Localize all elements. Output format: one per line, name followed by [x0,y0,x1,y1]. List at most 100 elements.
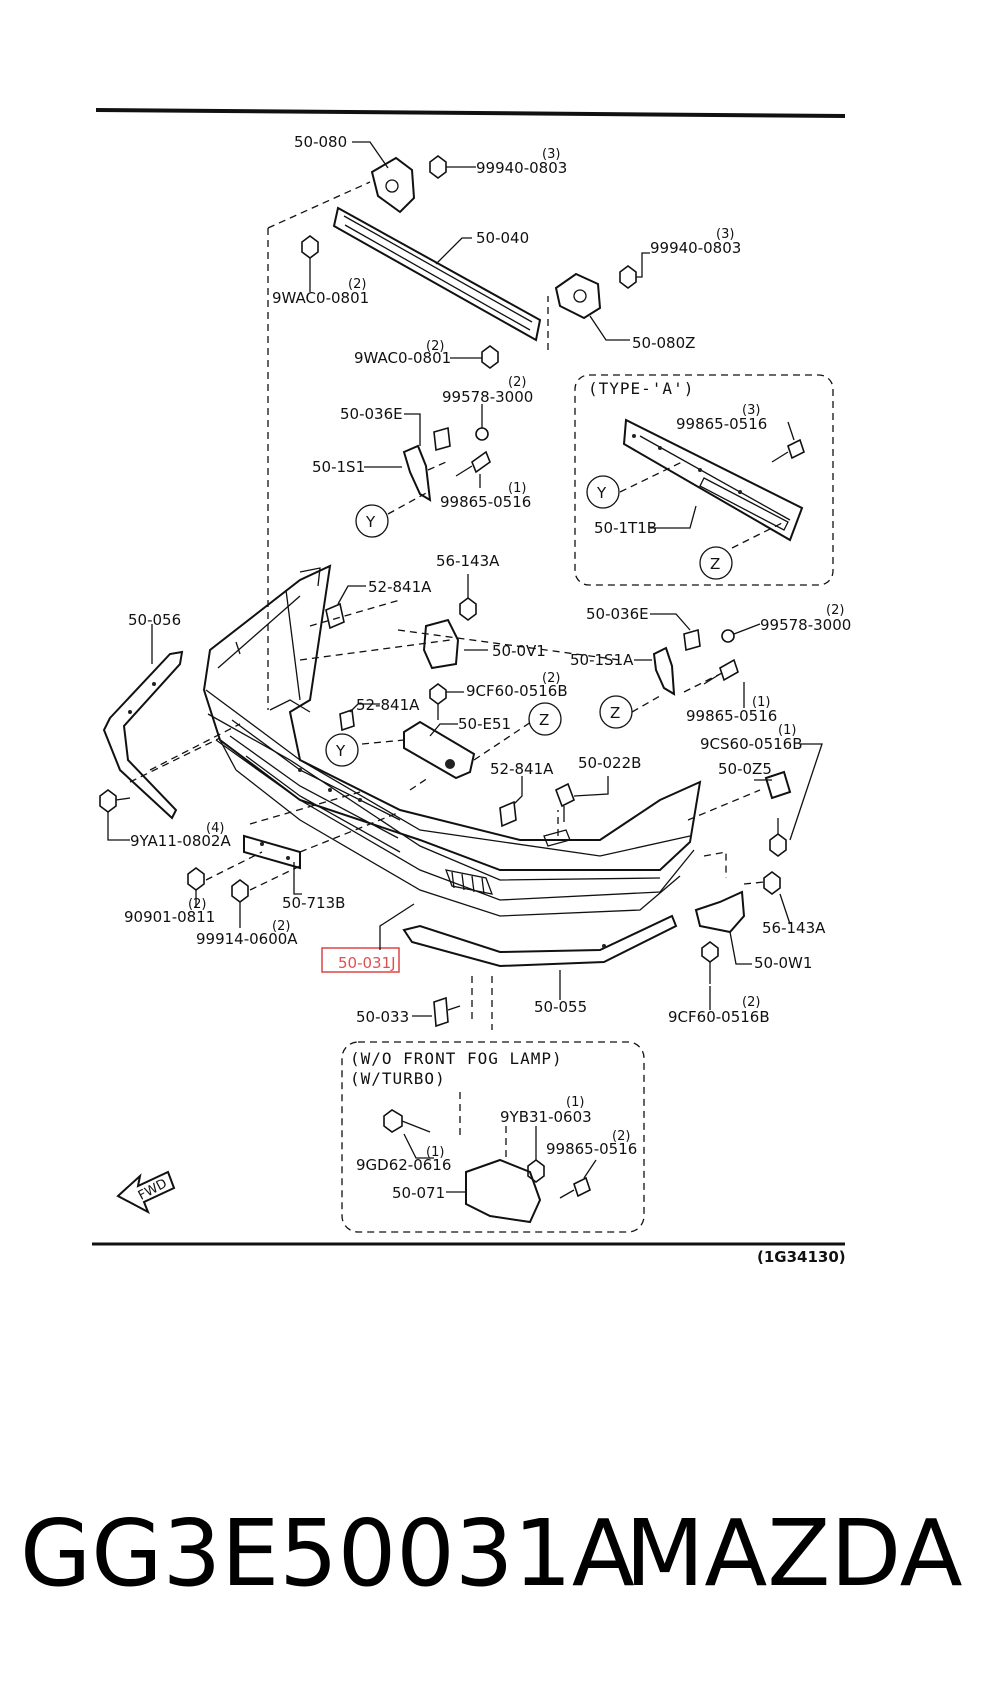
label-50-071: 50-071 [392,1184,445,1202]
clip-52-841a-b[interactable] [339,708,355,732]
qty-99940-0803-b: (3) [716,227,734,242]
bolt-9ya11-0802a[interactable] [99,789,131,813]
reinforcement-50-713b[interactable] [243,834,301,870]
qty-9cf60-0516b-a: (2) [542,671,560,686]
label-9ya11-0802a: 9YA11-0802A [130,832,231,850]
label-50-1s1: 50-1S1 [312,458,365,476]
screw-99865-0516-a[interactable] [455,450,491,477]
bolt-9gd62-0616[interactable] [383,1109,431,1133]
label-50-0z5: 50-0Z5 [718,760,772,778]
qty-9cs60-0516b: (1) [778,723,796,738]
svg-text:Y: Y [596,484,607,502]
svg-text:Y: Y [335,742,346,760]
callout-z-1: Z [699,546,733,580]
qty-9wac0-0801-a: (2) [348,277,366,292]
screw-9cs60-0516b[interactable] [769,818,787,857]
label-50-080: 50-080 [294,133,347,151]
label-50-056: 50-056 [128,611,181,629]
label-50-036e-a: 50-036E [340,405,403,423]
bracket-50-0w1[interactable] [694,890,746,934]
clip-50-036e-a[interactable] [433,426,451,452]
label-50-0v1: 50-0V1 [492,642,546,660]
callout-z-3: Z [528,702,562,736]
lower-molding-50-055[interactable] [402,914,678,968]
bracket-50-0v1[interactable] [422,618,460,670]
nut-99940-0803-b[interactable] [619,265,637,289]
label-99865-0516-b: 99865-0516 [676,415,767,433]
type-a-box [574,374,834,586]
clip-50-033[interactable] [433,996,461,1028]
label-50-1t1b: 50-1T1B [594,519,657,537]
bracket-50-1s1[interactable] [402,444,432,502]
side-molding-50-056[interactable] [102,650,184,820]
bracket-50-1s1a[interactable] [652,646,676,696]
qty-99865-0516-d: (2) [612,1129,630,1144]
qty-9wac0-0801-b: (2) [426,339,444,354]
label-99865-0516-c: 99865-0516 [686,707,777,725]
clip-52-841a-c[interactable] [499,800,517,828]
label-99940-0803-b: 99940-0803 [650,239,741,257]
label-9yb31-0603: 9YB31-0603 [500,1108,592,1126]
qty-9yb31-0603: (1) [566,1095,584,1110]
screw-99865-0516-b[interactable] [771,438,805,463]
label-99865-0516-d: 99865-0516 [546,1140,637,1158]
bracket-50-0z5[interactable] [764,770,792,800]
label-9cs60-0516b: 9CS60-0516B [700,735,803,753]
grille-50-1t1b[interactable] [622,418,804,542]
fog-lamp-box [341,1041,645,1233]
fog-lamp-label-1: (W/O FRONT FOG LAMP) [350,1049,563,1068]
svg-text:FWD: FWD [136,1176,170,1203]
label-56-143a-a: 56-143A [436,552,500,570]
clip-50-036e-b[interactable] [683,628,701,652]
bumper-fascia-50-031j[interactable] [202,564,702,917]
qty-99865-0516-b: (3) [742,403,760,418]
clip-52-841a-a[interactable] [325,602,345,630]
qty-99578-3000-a: (2) [508,375,526,390]
license-plate-bracket-50-e51[interactable] [403,720,476,780]
label-99865-0516-a: 99865-0516 [440,493,531,511]
bracket-right-50-080z[interactable] [554,272,602,320]
screw-99865-0516-d[interactable] [559,1176,591,1199]
label-52-841a-a: 52-841A [368,578,432,596]
washer-99578-3000-b[interactable] [721,629,735,643]
nut-90901-0811[interactable] [187,867,205,891]
screw-99865-0516-c[interactable] [703,658,739,685]
qty-9cf60-0516b-b: (2) [742,995,760,1010]
washer-99578-3000-a[interactable] [475,427,489,441]
nut-99914-0600a[interactable] [231,879,249,903]
bracket-left-50-080[interactable] [370,156,416,214]
clip-50-022b[interactable] [554,782,576,822]
nut-9wac0-0801-b[interactable] [481,345,499,369]
nut-56-143a-b[interactable] [763,871,781,895]
svg-text:Z: Z [610,704,620,722]
fog-lamp-cover-50-071[interactable] [465,1158,542,1224]
nut-9wac0-0801-a[interactable] [301,235,319,259]
nut-56-143a-a[interactable] [459,597,477,621]
label-52-841a-b: 52-841A [356,696,420,714]
label-50-e51: 50-E51 [458,715,511,733]
label-50-0w1: 50-0W1 [754,954,812,972]
screw-9cf60-0516b-a[interactable] [429,683,447,720]
label-50-713b: 50-713B [282,894,345,912]
label-90901-0811: 90901-0811 [124,908,215,926]
nut-9yb31-0603[interactable] [527,1159,545,1183]
label-50-022b: 50-022B [578,754,641,772]
qty-90901-0811: (2) [188,897,206,912]
label-50-031j: 50-031J [338,954,396,972]
screw-9cf60-0516b-b[interactable] [701,941,719,984]
svg-text:Y: Y [365,513,376,531]
label-50-1s1a: 50-1S1A [570,651,634,669]
qty-99865-0516-a: (1) [508,481,526,496]
part-number: GG3E50031A [20,1500,635,1607]
label-99578-3000-b: 99578-3000 [760,616,851,634]
footer-caption: GG3E50031A MAZDA [20,1500,980,1610]
nut-99940-0803-a[interactable] [429,155,447,179]
callout-y-1: Y [355,504,389,538]
fog-lamp-label-2: (W/TURBO) [350,1069,446,1088]
reinforcement-bar[interactable] [332,206,542,342]
label-50-040: 50-040 [476,229,529,247]
label-9wac0-0801-a: 9WAC0-0801 [272,289,369,307]
label-50-080z: 50-080Z [632,334,695,352]
highlight-box [321,947,400,973]
